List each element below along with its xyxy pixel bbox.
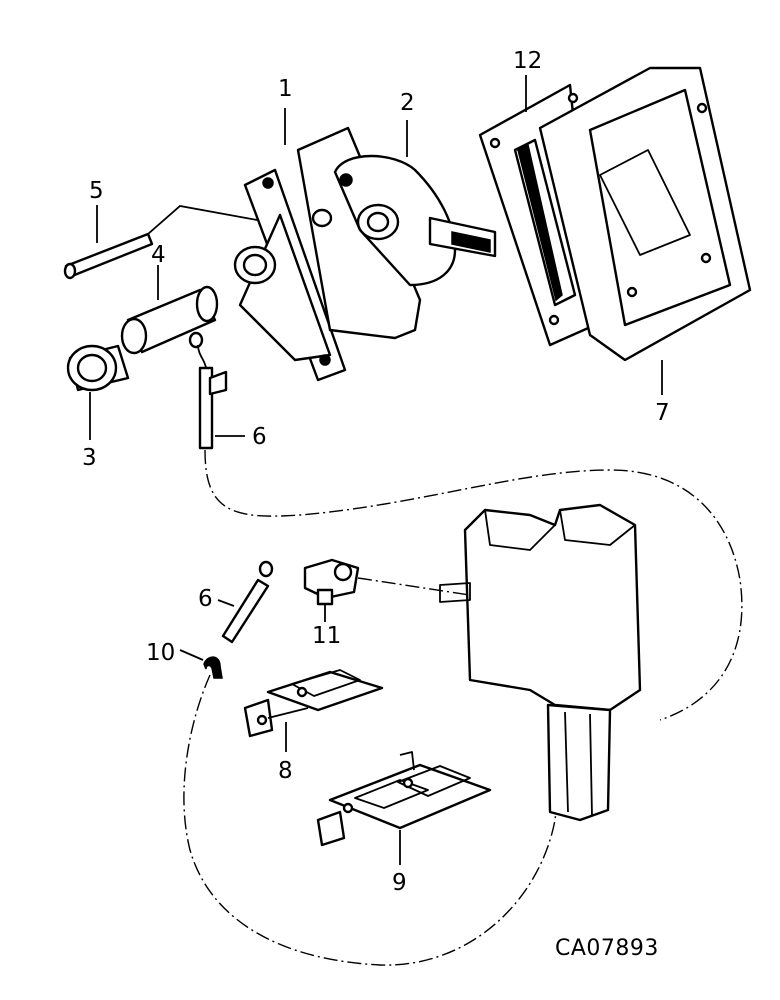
callout-7: 7 (655, 400, 670, 426)
cable-path-upper (204, 449, 743, 721)
callout-8: 8 (278, 758, 293, 784)
callout-1: 1 (278, 76, 293, 102)
clip-part-10 (203, 656, 223, 679)
valve-block (439, 503, 642, 822)
bracket-part-1 (233, 168, 347, 382)
axis-line (357, 577, 471, 596)
bracket-part-9 (316, 751, 492, 847)
pin-part-5 (63, 232, 154, 280)
rod-part-6-lower (221, 560, 274, 644)
cable-path-lower (183, 674, 561, 966)
callout-2: 2 (400, 90, 415, 116)
housing-part-7 (538, 66, 752, 362)
callout-12: 12 (513, 48, 542, 74)
rod-part-6-upper (188, 331, 228, 450)
callout-6-upper: 6 (252, 424, 267, 450)
callout-3: 3 (82, 445, 97, 471)
callout-11: 11 (312, 623, 341, 649)
clevis-part-11 (303, 558, 360, 606)
callout-5: 5 (89, 178, 104, 204)
bushing-part-3 (66, 344, 130, 392)
quadrant-part-2 (296, 126, 497, 340)
leader-pin-to-bracket (147, 205, 269, 235)
leader-10 (179, 649, 204, 661)
callout-6-lower: 6 (198, 586, 213, 612)
sleeve-part-4 (120, 285, 219, 355)
drawing-code: CA07893 (555, 936, 659, 961)
bracket-part-8 (243, 669, 384, 738)
callout-4: 4 (151, 242, 166, 268)
leader-6-lower (217, 599, 235, 607)
callout-9: 9 (392, 870, 407, 896)
callout-10: 10 (146, 640, 175, 666)
